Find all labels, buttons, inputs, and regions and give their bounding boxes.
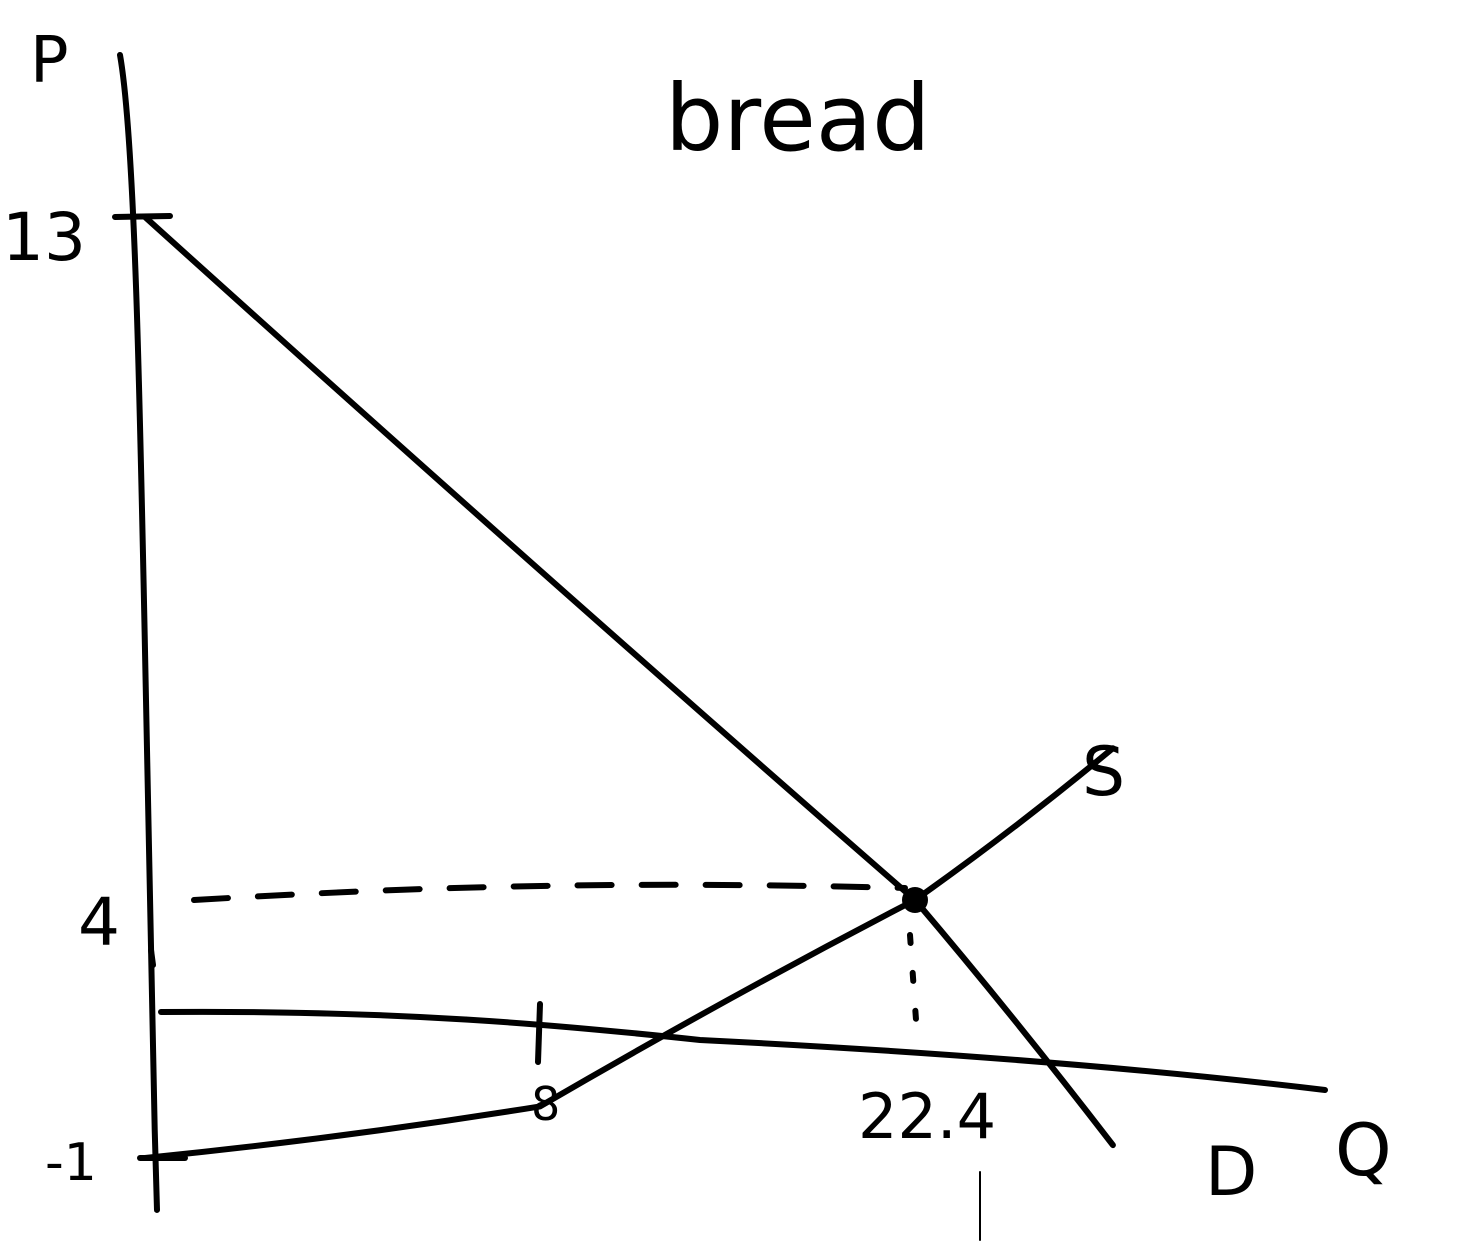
y-tick-13: 13 (2, 199, 86, 276)
y-tick-4: 4 (78, 884, 120, 961)
chart-title: bread (665, 65, 931, 172)
demand-curve (142, 214, 1116, 1149)
x-axis-stub (148, 947, 156, 968)
x-axis (158, 1008, 1328, 1093)
y-tick-neg1: -1 (45, 1133, 97, 1193)
x-tick-22-4: 22.4 (858, 1080, 996, 1153)
equilibrium-point (902, 887, 928, 913)
supply-curve (142, 745, 1116, 1161)
price-guide-line (191, 881, 908, 903)
quantity-guide-line (907, 932, 921, 1051)
y-axis (117, 52, 160, 1213)
y-axis-label: P (30, 24, 69, 98)
supply-label: S (1082, 733, 1125, 812)
x-tick-8-mark (535, 1001, 543, 1065)
x-axis-label: Q (1335, 1108, 1392, 1192)
demand-label: D (1205, 1133, 1257, 1212)
